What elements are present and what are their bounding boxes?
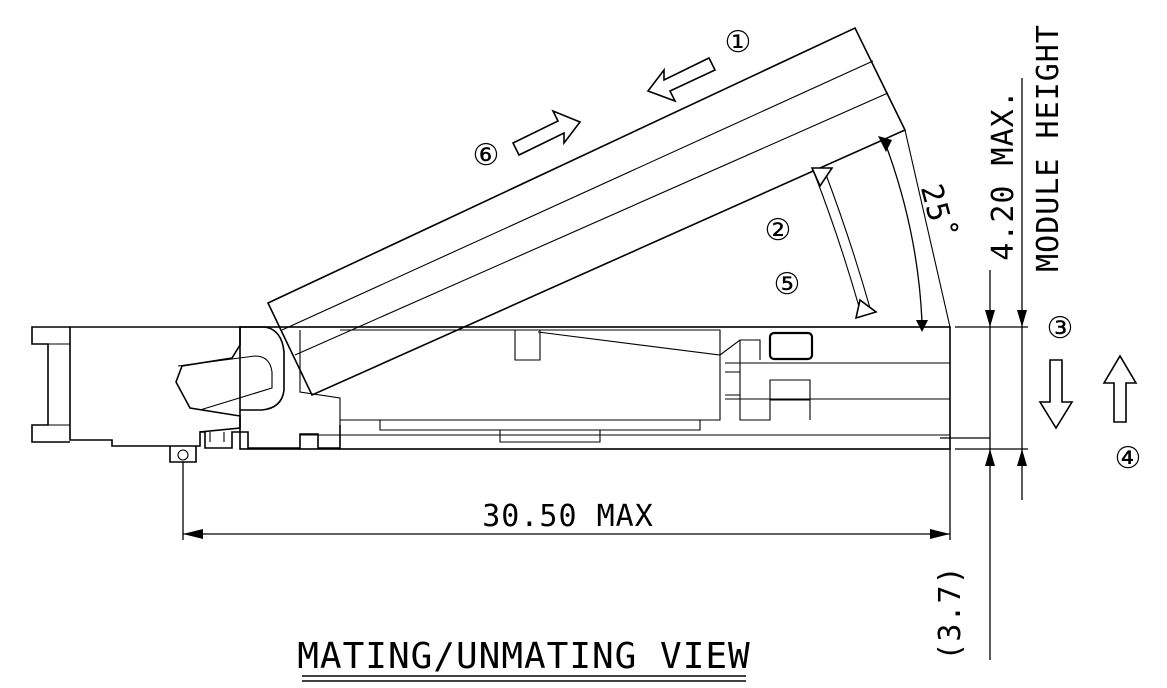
step-label-1: ① bbox=[725, 25, 752, 60]
view-title: MATING/UNMATING VIEW bbox=[297, 636, 750, 682]
connector bbox=[31, 326, 341, 463]
pcb-assembly bbox=[239, 326, 951, 450]
length-dimension bbox=[182, 449, 951, 540]
height-dimension bbox=[940, 78, 1028, 660]
step-label-3: ③ bbox=[1047, 311, 1074, 346]
module-height-label: MODULE HEIGHT bbox=[1031, 24, 1066, 272]
arrow-3-press bbox=[1038, 359, 1074, 430]
step-label-6: ⑥ bbox=[473, 138, 500, 173]
arrow-2-5-rotate bbox=[810, 167, 878, 320]
tilted-module bbox=[266, 26, 907, 397]
step-label-5: ⑤ bbox=[774, 267, 801, 302]
arrow-6-remove bbox=[511, 109, 582, 157]
height-label: 4.20 MAX. bbox=[986, 89, 1021, 261]
arrow-4-release bbox=[1102, 354, 1138, 423]
view-title-text: MATING/UNMATING VIEW bbox=[297, 636, 750, 677]
angle-label: 25˚ bbox=[913, 180, 962, 244]
length-label: 30.50 MAX bbox=[482, 499, 654, 534]
step-label-2: ② bbox=[765, 213, 792, 248]
arrow-1-insert bbox=[646, 56, 717, 103]
step-label-4: ④ bbox=[1115, 441, 1142, 476]
angle-dimension bbox=[878, 129, 951, 332]
offset-label: (3.7) bbox=[933, 565, 968, 660]
